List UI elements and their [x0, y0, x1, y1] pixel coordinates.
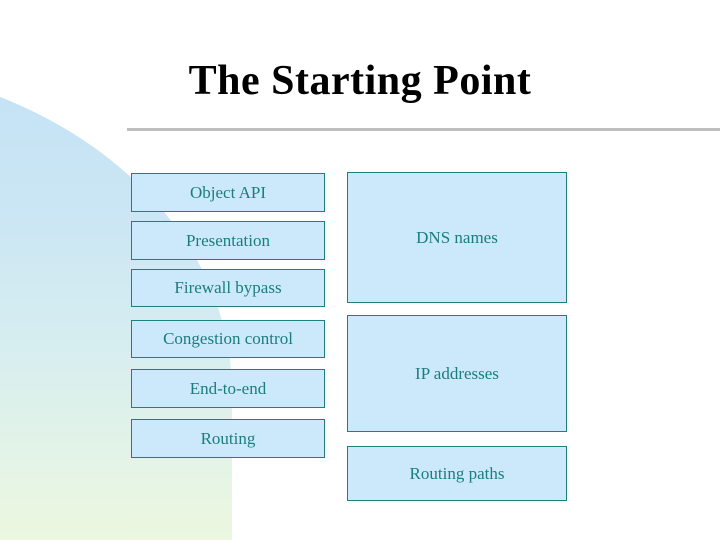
page-title: The Starting Point: [188, 58, 532, 104]
layer-box-routing[interactable]: Routing: [131, 419, 325, 458]
layer-box-dns-names[interactable]: DNS names: [347, 172, 567, 303]
layer-box-ip-addresses[interactable]: IP addresses: [347, 315, 567, 432]
layer-box-object-api[interactable]: Object API: [131, 173, 325, 212]
layer-box-end-to-end[interactable]: End-to-end: [131, 369, 325, 408]
title-divider-rule: [127, 128, 720, 131]
layer-box-firewall-bypass[interactable]: Firewall bypass: [131, 269, 325, 307]
layer-box-routing-paths[interactable]: Routing paths: [347, 446, 567, 501]
layer-box-congestion-control[interactable]: Congestion control: [131, 320, 325, 358]
layer-box-presentation[interactable]: Presentation: [131, 221, 325, 260]
